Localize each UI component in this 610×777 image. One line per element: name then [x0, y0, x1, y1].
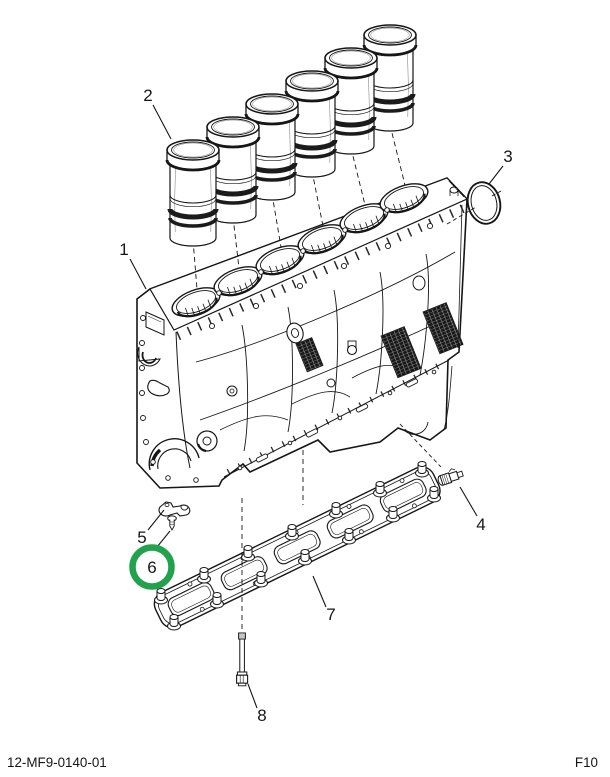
gasket-assembly-axes [241, 450, 304, 631]
cylinder-liner-1 [167, 140, 219, 246]
screw [167, 515, 177, 531]
callout-8[interactable]: 8 [247, 683, 267, 725]
oil-pan-gasket [153, 461, 441, 631]
callout-label-1: 1 [119, 240, 128, 259]
callout-6-highlighted[interactable]: 6 [129, 530, 175, 590]
callout-label-6: 6 [147, 558, 156, 577]
callout-label-5: 5 [137, 528, 146, 547]
callouts: 1 2 3 4 5 6 7 8 [119, 86, 512, 725]
o-ring-assembly-axis [446, 206, 477, 225]
retainer-clip [158, 501, 191, 517]
doc-number: 12-MF9-0140-01 [7, 755, 107, 770]
callout-2[interactable]: 2 [143, 86, 172, 140]
callout-label-7: 7 [326, 605, 335, 624]
block-front-face [137, 311, 218, 483]
bolt [236, 632, 249, 687]
callout-label-4: 4 [476, 515, 485, 534]
page-ref: F10 [575, 755, 598, 770]
deck-holes [208, 207, 434, 330]
callout-3[interactable]: 3 [488, 147, 513, 185]
callout-1[interactable]: 1 [119, 240, 147, 290]
sensor-plug [437, 468, 464, 486]
callout-5[interactable]: 5 [137, 509, 165, 547]
callout-label-2: 2 [143, 86, 152, 105]
highlight-circle [129, 544, 175, 590]
block-side-face [195, 180, 465, 478]
o-ring-axis-tail [491, 190, 502, 197]
callout-label-3: 3 [503, 147, 512, 166]
callout-7[interactable]: 7 [312, 575, 336, 624]
o-ring [466, 181, 502, 225]
callout-4[interactable]: 4 [459, 486, 486, 534]
sensor-assembly-axis [399, 423, 442, 468]
liner-assembly-axes [192, 124, 406, 290]
callout-label-8: 8 [257, 706, 266, 725]
cylinder-block-drawing [136, 177, 469, 489]
